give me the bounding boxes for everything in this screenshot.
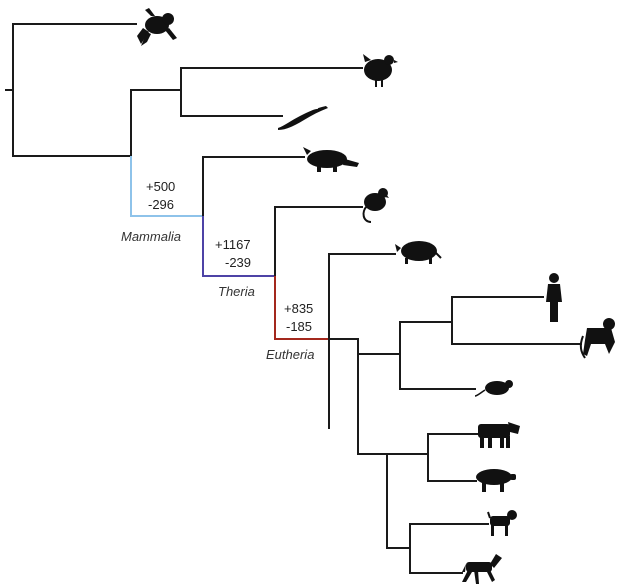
dog-icon [487,510,517,536]
monkey-icon [579,318,615,359]
mammalia-gain-label: +500 [146,179,175,194]
branch-theria [202,216,275,277]
horse-icon [462,554,502,584]
human-icon [546,273,562,322]
mammalia-clade-label: Mammalia [121,229,181,244]
eutheria-clade-label: Eutheria [266,347,314,362]
branch-eutheria [274,276,329,340]
platypus-icon [303,147,359,172]
theria-clade-label: Theria [218,284,255,299]
frog-icon [137,8,177,46]
mouse-icon [474,380,513,397]
branch-mammalia [130,156,203,217]
mammalia-loss-label: -296 [148,197,174,212]
opossum-icon [362,188,389,223]
theria-loss-label: -239 [225,255,251,270]
cow-icon [478,422,520,448]
lizard-icon [278,106,328,130]
theria-gain-label: +1167 [215,237,251,252]
pig-icon [476,469,516,492]
armadillo-icon [395,241,442,264]
clade-annotations: +500 -296 Mammalia +1167 -239 Theria +83… [121,179,314,362]
eutheria-loss-label: -185 [286,319,312,334]
tree-branches [5,23,582,574]
branch-to-laurasiatheria [357,427,388,455]
chicken-icon [363,54,398,87]
eutheria-gain-label: +835 [284,301,313,316]
taxa-silhouettes [137,8,615,584]
